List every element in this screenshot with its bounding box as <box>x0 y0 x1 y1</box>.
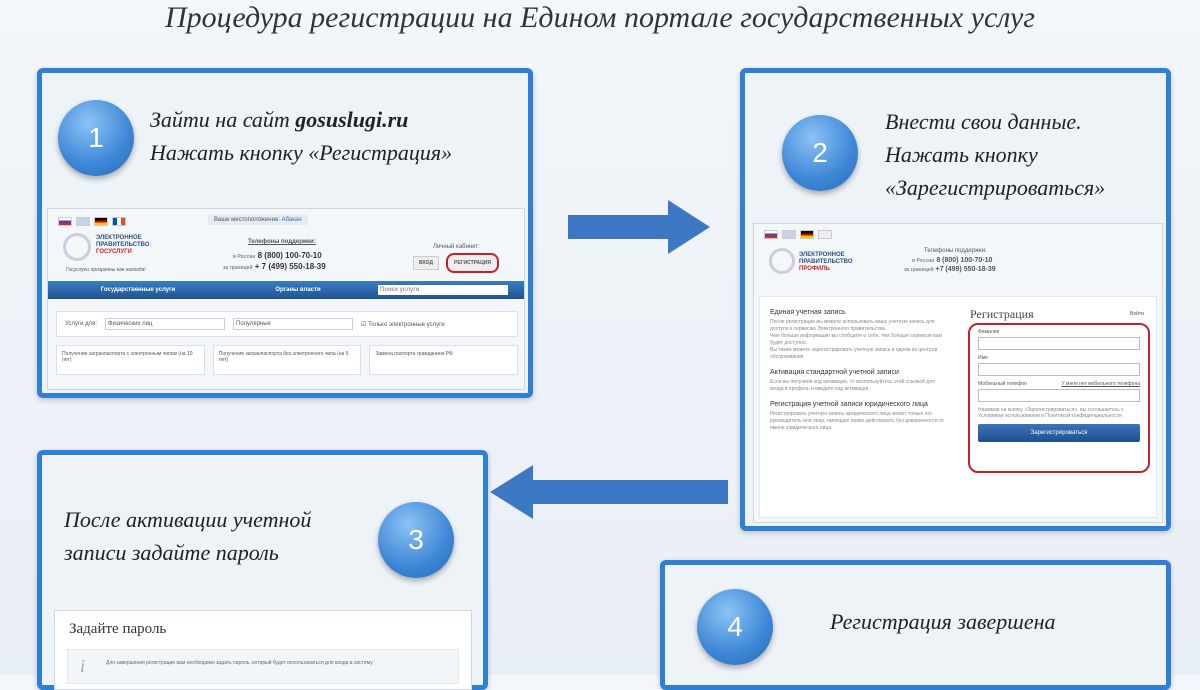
login-button[interactable]: ВХОД <box>413 256 440 270</box>
no-phone-link[interactable]: У меня нет мобильного телефона <box>1061 381 1140 387</box>
set-password-screenshot: Задайте пароль i Для завершения регистра… <box>54 610 472 690</box>
register-button[interactable]: РЕГИСТРАЦИЯ <box>446 253 499 273</box>
step-4-badge: 4 <box>697 589 773 665</box>
location-link[interactable]: Абакан <box>281 217 302 223</box>
step-1-panel: 1 Зайти на сайт gosuslugi.ru Нажать кноп… <box>37 68 533 398</box>
nav-authorities[interactable]: Органы власти <box>275 287 321 293</box>
info-icon: i <box>80 656 86 676</box>
name-input[interactable] <box>978 363 1140 376</box>
arrow-right-icon <box>568 200 710 254</box>
service-card[interactable]: Получение загранпаспорта с электронным ч… <box>56 345 205 375</box>
login-link[interactable]: Войти <box>1130 311 1144 317</box>
step-3-badge: 3 <box>378 502 454 578</box>
step-2-text: Внести свои данные.Нажать кнопку«Зарегис… <box>885 109 1106 200</box>
nav-services[interactable]: Государственные услуги <box>100 287 176 293</box>
step-1-text: Зайти на сайт gosuslugi.ru Нажать кнопку… <box>150 107 453 165</box>
arrow-left-icon <box>490 465 728 519</box>
submit-register-button[interactable]: Зарегистрироваться <box>978 424 1140 442</box>
search-input[interactable]: Поиск услуги <box>378 285 508 295</box>
service-card[interactable]: Получение загранпаспорта без электронног… <box>212 345 362 375</box>
step-4-panel: 4 Регистрация завершена <box>660 560 1171 690</box>
service-card[interactable]: Замена паспорта гражданина РФ <box>369 345 519 375</box>
step-4-text: Регистрация завершена <box>830 609 1056 634</box>
step-1-badge: 1 <box>58 100 134 176</box>
surname-input[interactable] <box>978 337 1140 350</box>
page-title: Процедура регистрации на Едином портале … <box>165 1 1035 34</box>
site-name: gosuslugi.ru <box>295 107 409 132</box>
step-2-badge: 2 <box>782 115 858 191</box>
form-title: Регистрация <box>970 307 1034 321</box>
step-2-panel: 2 Внести свои данные.Нажать кнопку«Зарег… <box>740 68 1171 531</box>
only-electronic-checkbox[interactable]: ☑ Только электронные услуги <box>361 321 445 328</box>
filter-who-select[interactable]: Физических лиц <box>105 318 226 330</box>
phone-input[interactable] <box>978 389 1140 402</box>
filter-sort-select[interactable]: Популярные <box>233 318 354 330</box>
